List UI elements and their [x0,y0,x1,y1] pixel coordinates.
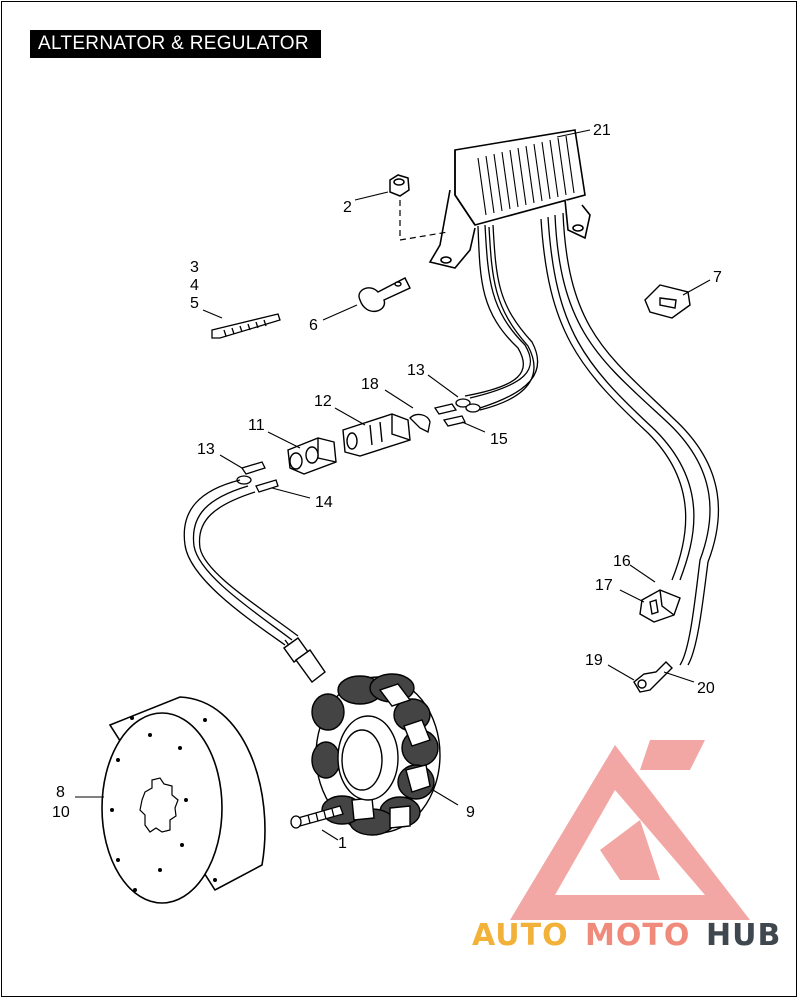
callout-12: 12 [314,393,332,410]
cable-strap [211,313,281,339]
ring-terminal [633,661,673,693]
voltage-regulator [428,129,591,269]
rotor [101,696,266,904]
watermark-text-auto: AUTO [472,918,569,953]
callout-14: 14 [315,494,333,511]
terminal-clip [644,284,691,319]
callout-13-upper: 13 [407,362,425,379]
watermark-text-moto: MOTO [585,918,690,953]
callout-10: 10 [52,804,70,821]
battery-connector [639,589,681,623]
callout-13-lower: 13 [197,441,215,458]
callout-labels: 2 21 3 4 5 6 7 18 13 12 11 15 13 14 16 1… [52,122,722,852]
leader-lines [75,129,711,841]
callout-17: 17 [595,577,613,594]
stator [311,673,441,836]
wire-clip [358,277,411,312]
watermark-logo [510,740,750,920]
regulator-battery-wires [540,212,720,666]
alignment-line [399,200,449,241]
callout-6: 6 [309,317,318,334]
callout-4: 4 [190,277,199,294]
callout-11: 11 [248,417,265,434]
callout-3: 3 [190,259,199,276]
callout-16: 16 [613,553,631,570]
callout-19: 19 [585,652,603,669]
locknut [389,174,410,197]
callout-20: 20 [697,680,715,697]
harness-grommet [283,637,326,683]
diagram-title: ALTERNATOR & REGULATOR [30,30,321,58]
callout-21: 21 [593,122,611,139]
connector-housing-receptacle [342,413,411,457]
callout-7: 7 [713,269,722,286]
callout-8: 8 [56,784,65,801]
callout-18: 18 [361,376,379,393]
callout-1: 1 [338,835,347,852]
callout-5: 5 [190,295,199,312]
terminals [236,398,481,493]
regulator-stator-wires [464,224,539,411]
callout-9: 9 [466,804,475,821]
callout-15: 15 [490,431,508,448]
callout-2: 2 [343,199,352,216]
stator-screw [290,805,344,829]
connector-housing-plug [287,437,337,475]
watermark-text-hub: HUB [706,918,781,953]
